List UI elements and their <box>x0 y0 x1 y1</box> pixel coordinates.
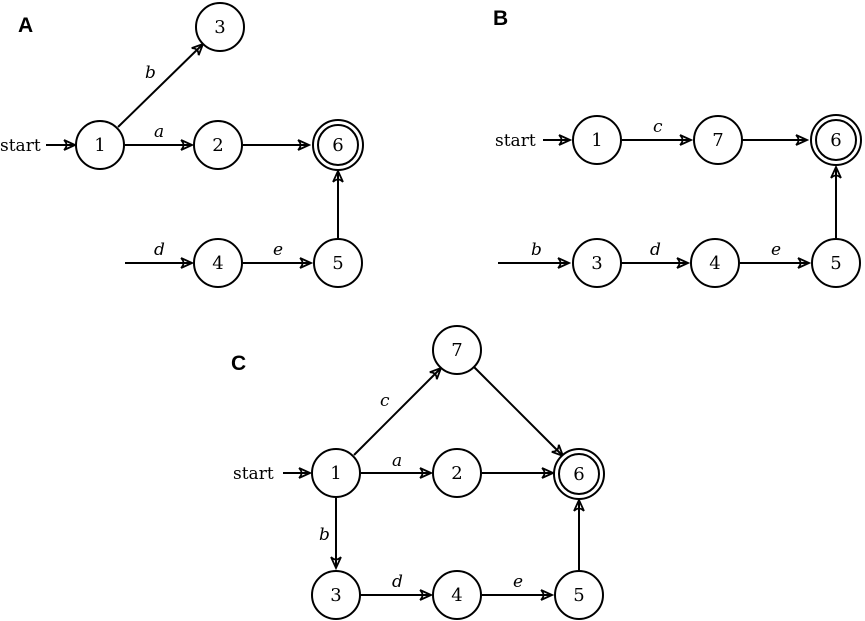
edge-1-7 <box>353 368 441 456</box>
edge-label-b: b <box>145 63 156 83</box>
panel-c: C start c a b d e 1 7 2 6 <box>231 325 605 620</box>
panel-a: A start b a d e 1 2 3 4 <box>0 2 364 288</box>
panel-label-c: C <box>231 352 246 375</box>
state-node: 4 <box>690 238 740 288</box>
edge-label-c: c <box>653 117 663 137</box>
edge-label-a: a <box>392 451 402 471</box>
svg-text:3: 3 <box>330 585 341 606</box>
state-node: 3 <box>195 2 245 52</box>
edge-label-d: d <box>392 572 403 592</box>
svg-text:7: 7 <box>712 130 723 151</box>
svg-text:1: 1 <box>330 463 341 484</box>
state-node: 1 <box>75 120 125 170</box>
edge-label-a: a <box>154 122 164 142</box>
edge-7-6 <box>473 366 563 456</box>
panel-label-a: A <box>18 14 33 37</box>
svg-text:2: 2 <box>451 463 462 484</box>
state-node: 2 <box>432 448 482 498</box>
edge-label-b: b <box>319 525 330 545</box>
svg-text:3: 3 <box>214 17 225 38</box>
svg-text:5: 5 <box>332 253 343 274</box>
svg-text:4: 4 <box>451 585 462 606</box>
state-node: 4 <box>193 238 243 288</box>
state-node: 1 <box>572 115 622 165</box>
panel-b: B start c b d e 1 7 6 3 <box>493 7 862 288</box>
state-node: 4 <box>432 570 482 620</box>
edge-label-e: e <box>273 240 283 260</box>
svg-text:7: 7 <box>451 340 462 361</box>
edge-1-3 <box>117 44 203 128</box>
start-label: start <box>495 131 536 151</box>
accepting-state-node: 6 <box>312 119 364 171</box>
edge-label-e: e <box>771 240 781 260</box>
edge-label-b: b <box>531 240 542 260</box>
svg-text:4: 4 <box>709 253 720 274</box>
svg-text:1: 1 <box>94 135 105 156</box>
svg-text:6: 6 <box>573 464 584 485</box>
panel-label-b: B <box>493 7 508 30</box>
svg-text:6: 6 <box>332 135 343 156</box>
state-node: 5 <box>811 238 861 288</box>
state-node: 5 <box>313 238 363 288</box>
state-node: 2 <box>193 120 243 170</box>
edge-label-c: c <box>380 391 390 411</box>
svg-text:6: 6 <box>830 130 841 151</box>
accepting-state-node: 6 <box>553 448 605 500</box>
state-node: 7 <box>693 115 743 165</box>
accepting-state-node: 6 <box>810 114 862 166</box>
state-node: 1 <box>311 448 361 498</box>
svg-text:2: 2 <box>212 135 223 156</box>
edge-label-d: d <box>650 240 661 260</box>
state-node: 3 <box>311 570 361 620</box>
svg-text:3: 3 <box>591 253 602 274</box>
svg-text:5: 5 <box>573 585 584 606</box>
state-node: 3 <box>572 238 622 288</box>
start-label: start <box>233 464 274 484</box>
svg-text:5: 5 <box>830 253 841 274</box>
start-label: start <box>0 136 41 156</box>
svg-text:4: 4 <box>212 253 223 274</box>
state-node: 7 <box>432 325 482 375</box>
edge-label-d: d <box>154 240 165 260</box>
state-node: 5 <box>554 570 604 620</box>
edge-label-e: e <box>513 572 523 592</box>
svg-text:1: 1 <box>591 130 602 151</box>
